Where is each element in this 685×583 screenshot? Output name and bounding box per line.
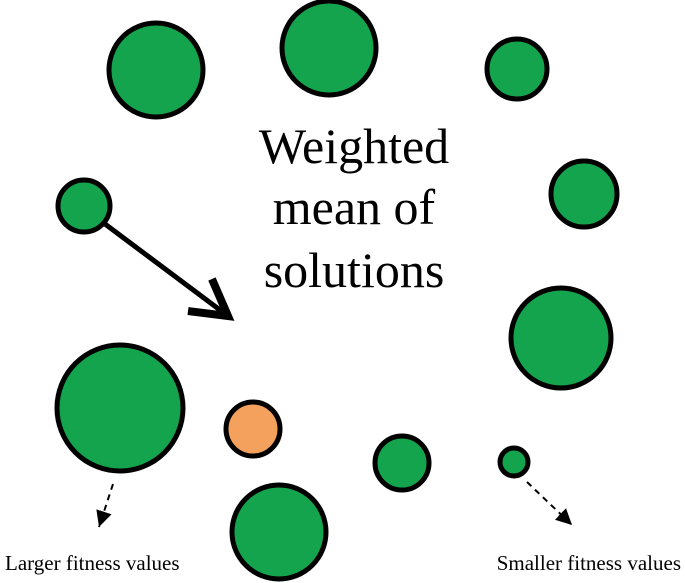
dashed-arrow-icon	[96, 483, 114, 528]
solution-circle	[372, 433, 432, 493]
label-smaller-fitness: Smaller fitness values	[497, 551, 681, 575]
diagram-title-line-1: Weighted	[259, 118, 449, 174]
solution-circle	[54, 342, 186, 474]
arrow-icon	[103, 221, 235, 321]
solution-circle	[484, 36, 550, 102]
diagram-title-line-2: mean of	[273, 179, 436, 235]
solution-circle	[508, 285, 614, 391]
solution-circle	[229, 482, 329, 582]
solution-circle	[106, 20, 206, 120]
weighted-mean-circle	[223, 399, 283, 459]
solution-circle	[55, 177, 113, 235]
dashed-arrow-icon	[526, 481, 573, 526]
solution-circle	[279, 0, 379, 98]
label-larger-fitness: Larger fitness values	[5, 551, 180, 575]
solution-circle	[548, 158, 620, 230]
solution-circle	[497, 445, 531, 479]
diagram-title-line-3: solutions	[264, 242, 445, 298]
